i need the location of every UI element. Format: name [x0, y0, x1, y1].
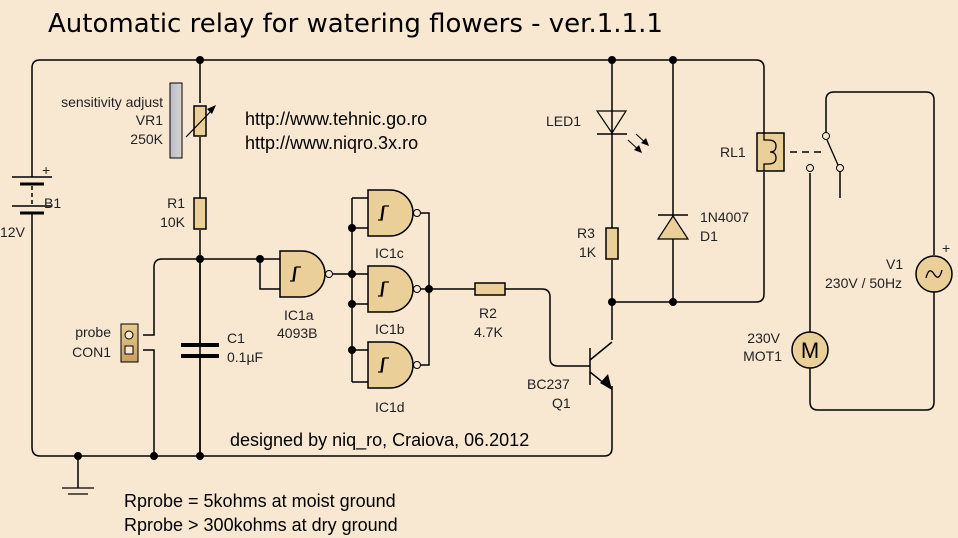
capacitor-c1: C1 0.1µF: [181, 330, 263, 456]
credit-text: designed by niq_ro, Craiova, 06.2012: [230, 430, 529, 451]
motor-ref: MOT1: [743, 348, 782, 364]
ic1c-ref: IC1c: [375, 245, 404, 261]
note-moist: Rprobe = 5kohms at moist ground: [124, 491, 396, 511]
ic1a-value: 4093B: [277, 325, 317, 341]
ic1b-ref: IC1b: [375, 321, 405, 337]
r2-value: 4.7K: [474, 324, 503, 340]
r3-value: 1K: [579, 244, 597, 260]
battery-ref: B1: [44, 195, 61, 211]
nand-gate-ic1c: [367, 189, 421, 237]
inverter-bubble: [413, 209, 421, 217]
relay-ref: RL1: [720, 144, 746, 160]
resistor-r1: R1 10K: [160, 195, 207, 230]
r1-ref: R1: [167, 195, 185, 211]
schmitt-trigger-icon: [378, 357, 389, 373]
link-tehnic[interactable]: http://www.tehnic.go.ro: [245, 109, 427, 129]
battery-b1: + B1 12V: [0, 162, 61, 240]
nand-gates: [279, 189, 421, 389]
probe-caption: probe: [75, 324, 111, 340]
diode-d1: 1N4007 D1: [656, 209, 749, 244]
pot-caption: sensitivity adjust: [61, 94, 163, 110]
c1-ref: C1: [227, 330, 245, 346]
r1-value: 10K: [160, 214, 186, 230]
nand-gate-ic1d: [367, 341, 421, 389]
potentiometer-vr1[interactable]: sensitivity adjust VR1 250K: [61, 82, 216, 159]
ac-source-v1: + V1 230V / 50Hz: [825, 240, 953, 293]
inverter-bubble: [413, 285, 421, 293]
nand-gate-ic1a: [279, 250, 333, 298]
source-ref: V1: [886, 256, 903, 272]
pot-value: 250K: [130, 131, 163, 147]
led-ref: LED1: [546, 113, 581, 129]
wires: [31, 59, 935, 488]
source-value: 230V / 50Hz: [825, 275, 902, 291]
r3-ref: R3: [577, 225, 595, 241]
schmitt-trigger-icon: [378, 281, 389, 297]
resistor-r2: R2 4.7K: [474, 282, 506, 340]
ic1d-ref: IC1d: [375, 399, 405, 415]
led-1: LED1: [546, 110, 649, 153]
pot-ref: VR1: [136, 112, 163, 128]
inverter-bubble: [413, 361, 421, 369]
sensitivity-knob[interactable]: [169, 82, 183, 159]
battery-plus-sign: +: [42, 162, 50, 178]
q1-ref: Q1: [552, 395, 571, 411]
schmitt-trigger-icon: [378, 205, 389, 221]
diode-ref: D1: [700, 228, 718, 244]
probe-connector[interactable]: probe CON1: [72, 323, 139, 363]
ground-icon: [62, 487, 94, 495]
motor-mot1: M 230V MOT1: [743, 330, 829, 369]
q1-part: BC237: [527, 376, 570, 392]
ic1a-ref: IC1a: [284, 307, 314, 323]
battery-value: 12V: [0, 224, 26, 240]
motor-value: 230V: [747, 330, 780, 346]
inverter-bubble: [325, 270, 333, 278]
transistor-q1: BC237 Q1: [527, 341, 613, 411]
relay-rl1: RL1: [720, 132, 844, 172]
nand-gate-ic1b: [367, 265, 421, 313]
schmitt-trigger-icon: [290, 266, 301, 282]
r2-ref: R2: [479, 305, 497, 321]
c1-value: 0.1µF: [227, 349, 263, 365]
page-title: Automatic relay for watering flowers - v…: [48, 9, 663, 39]
link-niqro[interactable]: http://www.niqro.3x.ro: [245, 133, 418, 153]
motor-symbol: M: [801, 338, 819, 363]
source-plus-sign: +: [942, 240, 950, 256]
diode-part: 1N4007: [700, 209, 749, 225]
note-dry: Rprobe > 300kohms at dry ground: [124, 515, 398, 535]
junctions: [74, 56, 677, 460]
probe-ref: CON1: [72, 344, 111, 360]
resistor-r3: R3 1K: [577, 225, 619, 260]
